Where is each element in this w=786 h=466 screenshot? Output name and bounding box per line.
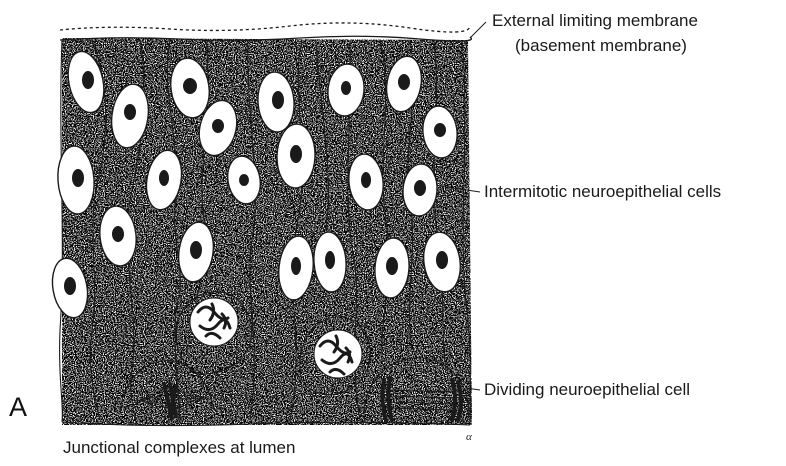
label-basement-membrane: (basement membrane): [515, 36, 687, 56]
label-external-membrane: External limiting membrane: [492, 11, 698, 31]
label-dividing-cell: Dividing neuroepithelial cell: [484, 380, 690, 400]
label-intermitotic-cells: Intermitotic neuroepithelial cells: [484, 182, 721, 202]
basement-membrane: [60, 23, 471, 41]
panel-letter: A: [9, 392, 27, 422]
prophase-nucleus: [190, 298, 238, 346]
artist-signature: α: [466, 431, 472, 443]
prophase-nucleus: [314, 330, 362, 378]
label-junctional-complexes: Junctional complexes at lumen: [63, 438, 295, 458]
leader-external-membrane: [470, 22, 486, 38]
